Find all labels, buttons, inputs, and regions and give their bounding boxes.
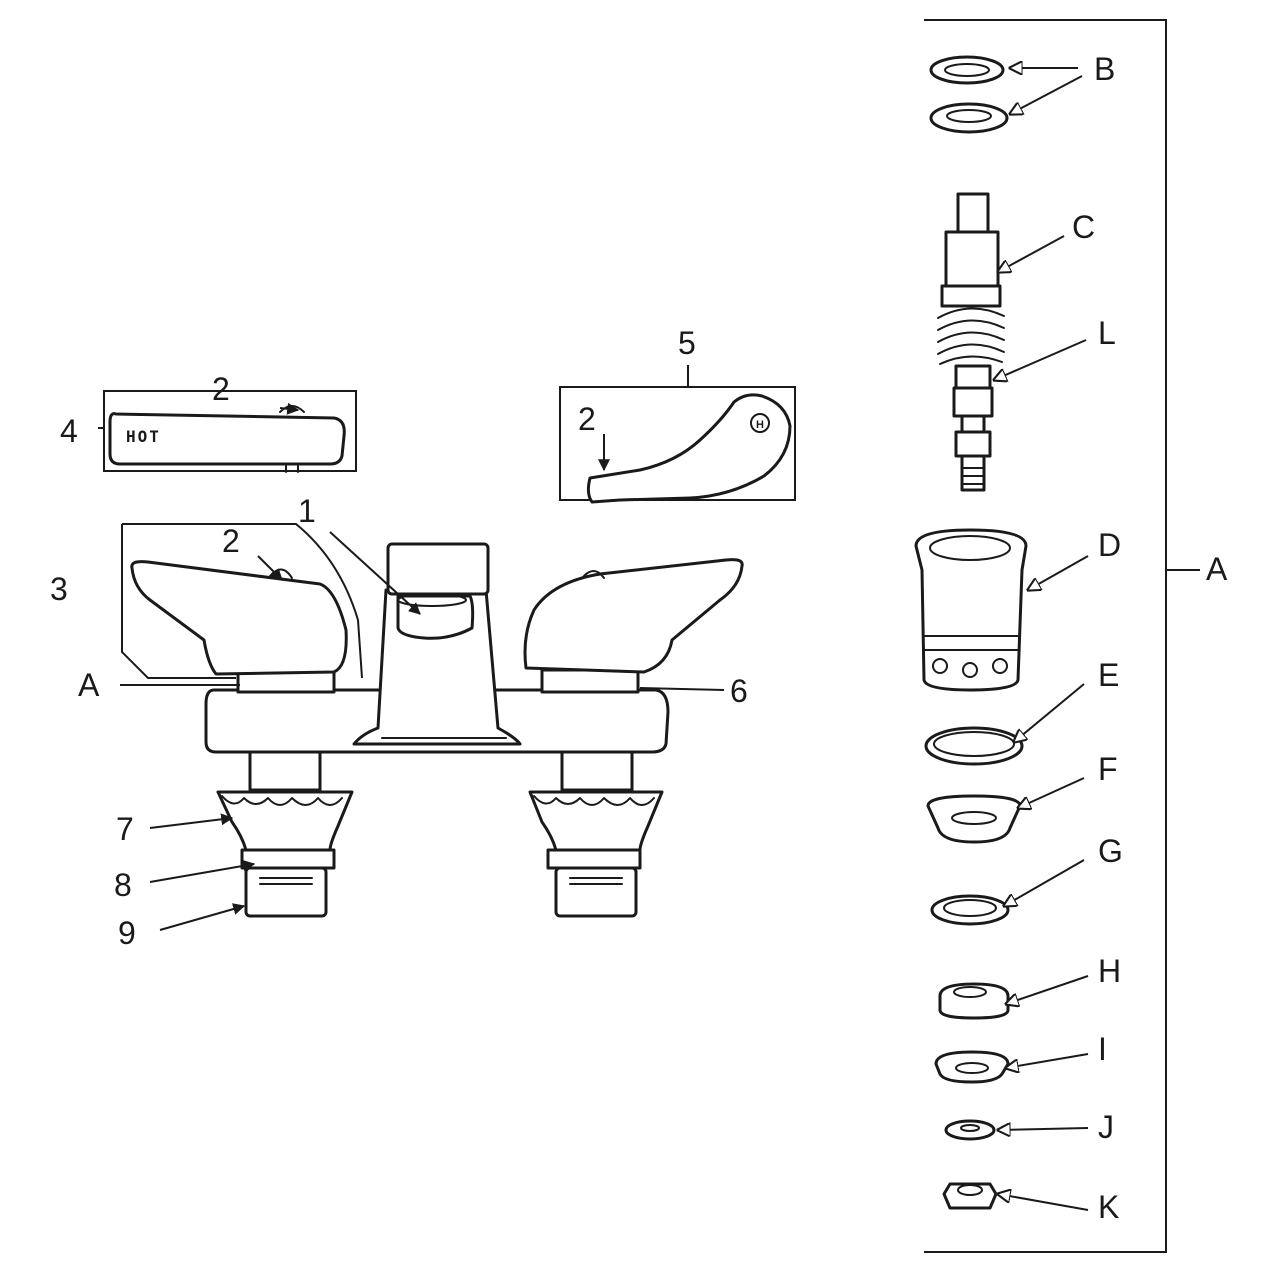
faucet-body <box>130 542 744 918</box>
label-1: 1 <box>298 493 316 529</box>
label-b: B <box>1094 51 1115 87</box>
label-7: 7 <box>116 811 134 847</box>
label-5: 5 <box>678 325 696 361</box>
label-j: J <box>1098 1109 1114 1145</box>
label-2-lever: 2 <box>578 401 596 437</box>
repair-kit-panel <box>914 19 1200 1253</box>
left-leader-lines <box>98 365 725 931</box>
hot-text: HOT <box>126 427 161 446</box>
part-5-lever-handle: H <box>559 386 796 504</box>
label-l: L <box>1098 315 1116 351</box>
label-a-left: A <box>78 667 100 703</box>
part-4-hot-index-button: HOT <box>103 390 357 473</box>
label-4: 4 <box>60 413 78 449</box>
label-6: 6 <box>730 673 748 709</box>
label-8: 8 <box>114 867 132 903</box>
label-3: 3 <box>50 571 68 607</box>
label-i: I <box>1098 1031 1107 1067</box>
label-e: E <box>1098 657 1119 693</box>
callout-labels: 1 2 2 2 3 4 5 6 7 8 9 A A B C L D E F G … <box>50 51 1228 1225</box>
label-a-right: A <box>1206 551 1228 587</box>
label-d: D <box>1098 527 1121 563</box>
label-2-hot-button: 2 <box>212 371 230 407</box>
label-c: C <box>1072 209 1095 245</box>
label-9: 9 <box>118 915 136 951</box>
label-f: F <box>1098 751 1118 787</box>
part-3-blade-handle-frame <box>121 523 363 679</box>
label-g: G <box>1098 833 1123 869</box>
lever-h-mark: H <box>756 419 764 431</box>
label-h: H <box>1098 953 1121 989</box>
label-k: K <box>1098 1189 1119 1225</box>
label-2-handle: 2 <box>222 523 240 559</box>
